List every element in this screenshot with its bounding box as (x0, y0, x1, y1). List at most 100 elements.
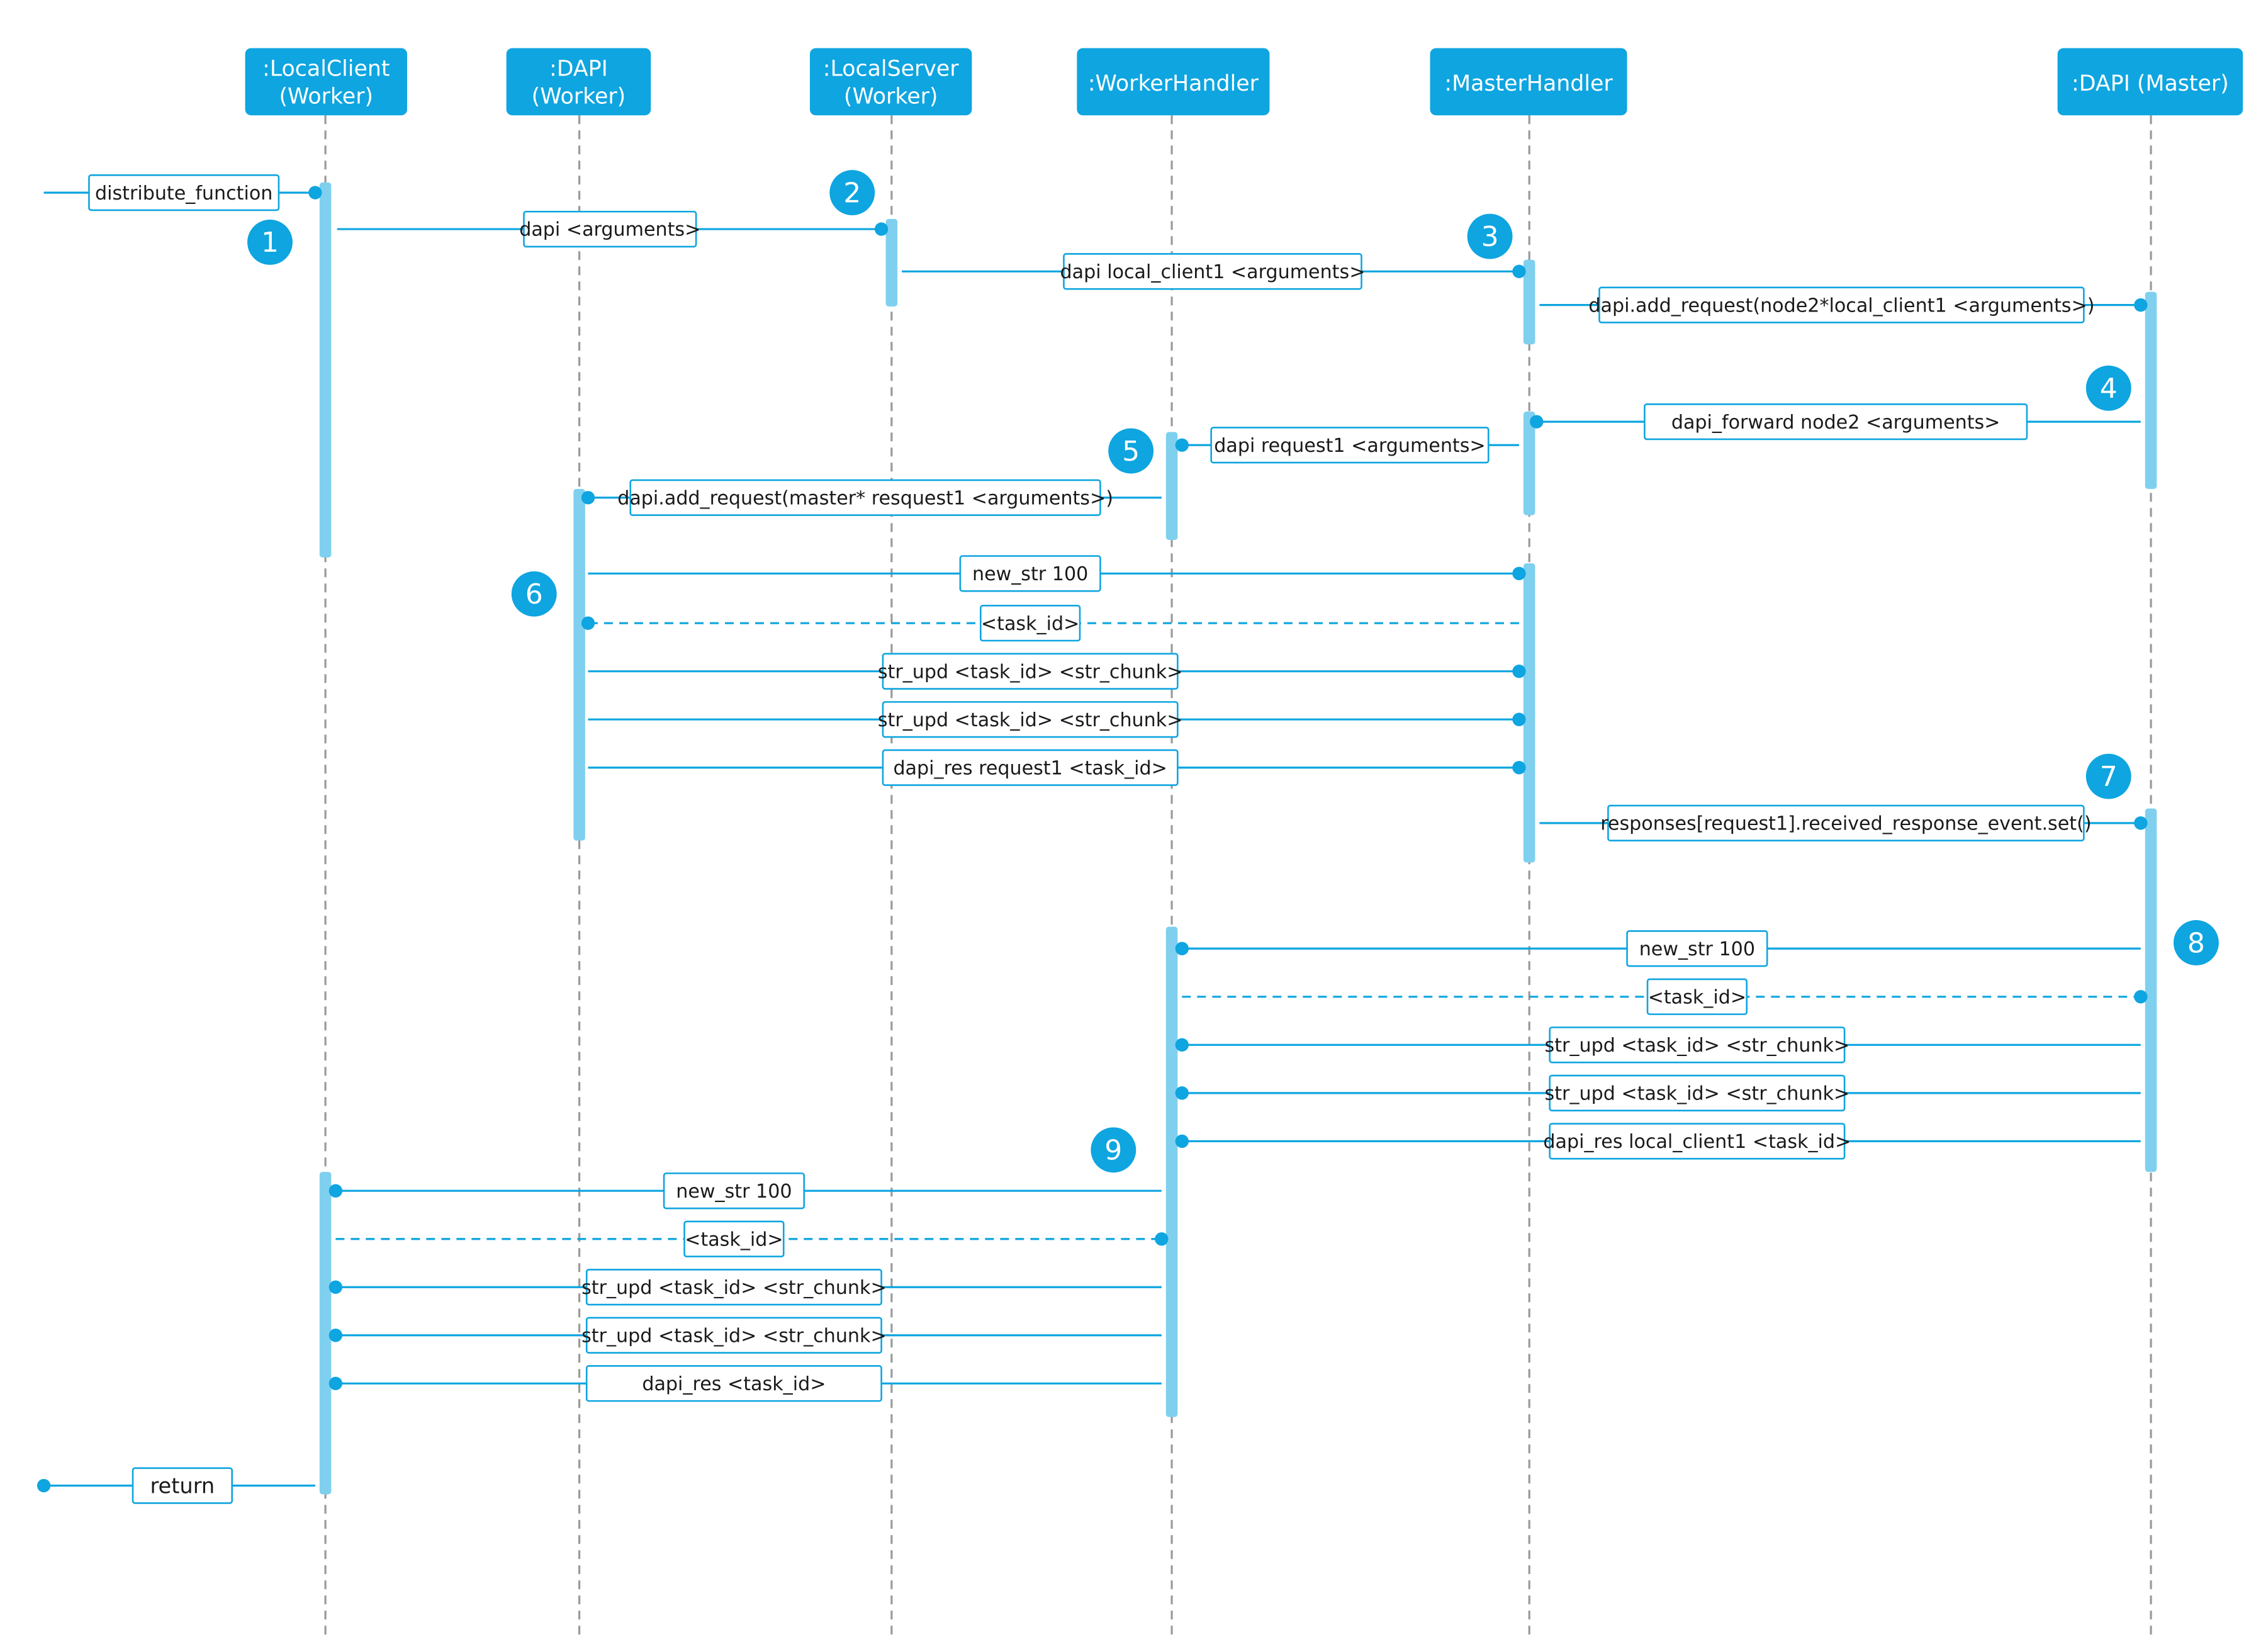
message-endpoint (2134, 990, 2148, 1004)
message-label-box (1644, 403, 2028, 441)
participant-label: (Worker) (279, 84, 373, 110)
message-label-box (1607, 804, 2085, 841)
message-label: dapi.add_request(node2*local_client1 <ar… (1588, 295, 2094, 317)
message-label-box (523, 210, 697, 248)
message-label: dapi request1 <arguments> (1214, 435, 1485, 457)
message-label-box (959, 555, 1101, 592)
message-label: distribute_function (95, 183, 272, 205)
step-number: 7 (2100, 761, 2118, 793)
message-endpoint (1512, 712, 1526, 726)
message-endpoint (1175, 1134, 1189, 1149)
message-label-box (1210, 427, 1490, 464)
participant-dw: :DAPI(Worker) (506, 48, 651, 116)
message-endpoint (874, 222, 889, 236)
message-label-box (979, 605, 1081, 642)
message-label-box (585, 1317, 882, 1354)
message-label-box (629, 479, 1101, 516)
message: dapi_res request1 <task_id> (588, 749, 1526, 786)
participant-label: :DAPI (549, 57, 608, 82)
step-number: 8 (2187, 927, 2205, 959)
message-endpoint (1155, 1232, 1169, 1246)
message-label-box (882, 749, 1179, 786)
participant-label: :WorkerHandler (1088, 71, 1259, 96)
step-number: 2 (843, 177, 861, 209)
message-label: str_upd <task_id> <str_chunk> (581, 1277, 887, 1299)
step-badge: 2 (829, 170, 875, 216)
step-number: 9 (1104, 1135, 1122, 1167)
message: str_upd <task_id> <str_chunk> (328, 1317, 1162, 1354)
message-endpoint (328, 1329, 343, 1342)
activation-bar (319, 1172, 332, 1495)
message-endpoint (308, 186, 322, 199)
step-badge: 8 (2173, 920, 2219, 965)
message: dapi.add_request(master* resquest1 <argu… (581, 479, 1162, 516)
participant-dm: :DAPI (Master) (2057, 48, 2243, 116)
message: responses[request1].received_response_ev… (1539, 804, 2148, 841)
message-label: <task_id> (685, 1228, 783, 1250)
message-endpoint (1512, 665, 1526, 678)
activation-bar (1523, 563, 1535, 863)
step-number: 3 (1481, 221, 1499, 253)
message-endpoint (2134, 298, 2148, 312)
message: new_str 100 (328, 1172, 1162, 1210)
message: return (36, 1467, 315, 1504)
message-label-box (1598, 286, 2085, 323)
message-label-box (683, 1220, 785, 1257)
message-endpoint (328, 1280, 343, 1294)
message: <task_id> (581, 605, 1519, 642)
message: dapi request1 <arguments> (1175, 427, 1519, 464)
message-endpoint (1512, 761, 1526, 775)
participant-label: :LocalServer (823, 57, 960, 82)
message: dapi.add_request(node2*local_client1 <ar… (1539, 286, 2148, 323)
step-number: 4 (2100, 373, 2118, 405)
message-endpoint (1175, 941, 1189, 955)
message-label: str_upd <task_id> <str_chunk> (878, 661, 1183, 683)
step-badge: 4 (2085, 365, 2131, 411)
step-number: 1 (261, 227, 279, 259)
message: dapi_res <task_id> (328, 1365, 1162, 1402)
lifelines (324, 115, 2152, 1638)
step-badge: 5 (1108, 428, 1154, 474)
participant-wh: :WorkerHandler (1077, 48, 1270, 116)
message-label-box (1549, 1074, 1846, 1111)
message-label: str_upd <task_id> <str_chunk> (1545, 1083, 1850, 1105)
message-label: str_upd <task_id> <str_chunk> (878, 709, 1183, 731)
participant-ls: :LocalServer(Worker) (809, 48, 972, 116)
message: str_upd <task_id> <str_chunk> (588, 701, 1526, 738)
participant-label: (Worker) (844, 84, 938, 110)
step-badges: 1 2 3 4 5 6 7 8 9 (247, 170, 2219, 1173)
message-endpoint (1512, 264, 1526, 278)
message: distribute_function (43, 174, 322, 211)
message: <task_id> (335, 1220, 1169, 1257)
message-label: dapi.add_request(master* resquest1 <argu… (617, 487, 1113, 509)
step-badge: 1 (247, 219, 293, 265)
participant-lc: :LocalClient(Worker) (245, 48, 407, 116)
participant-mh: :MasterHandler (1430, 48, 1627, 116)
message-label: <task_id> (981, 613, 1079, 635)
message-label: dapi_forward node2 <arguments> (1671, 412, 2001, 434)
message-endpoint (36, 1478, 51, 1493)
message-label-box (88, 174, 280, 211)
activation-bar (2145, 808, 2157, 1172)
message: dapi_res local_client1 <task_id> (1175, 1123, 2141, 1160)
message: new_str 100 (588, 555, 1526, 592)
message-endpoint (581, 491, 595, 505)
step-badge: 3 (1467, 213, 1513, 259)
message-label: new_str 100 (676, 1181, 792, 1203)
step-badge: 6 (511, 571, 557, 617)
activation-bar (1165, 432, 1178, 540)
message-endpoint (1512, 566, 1526, 580)
message-label: return (150, 1474, 215, 1498)
step-number: 6 (525, 578, 543, 610)
activation-bar (573, 488, 585, 841)
message-label-box (585, 1365, 882, 1402)
message-label: responses[request1].received_response_ev… (1600, 813, 2091, 835)
message-label-box (1626, 930, 1768, 967)
message-label: <task_id> (1648, 986, 1746, 1008)
message-label: dapi local_client1 <arguments> (1060, 261, 1366, 283)
message: dapi <arguments> (337, 210, 889, 248)
message-endpoint (1175, 1038, 1189, 1052)
message-label-box (1063, 253, 1362, 290)
